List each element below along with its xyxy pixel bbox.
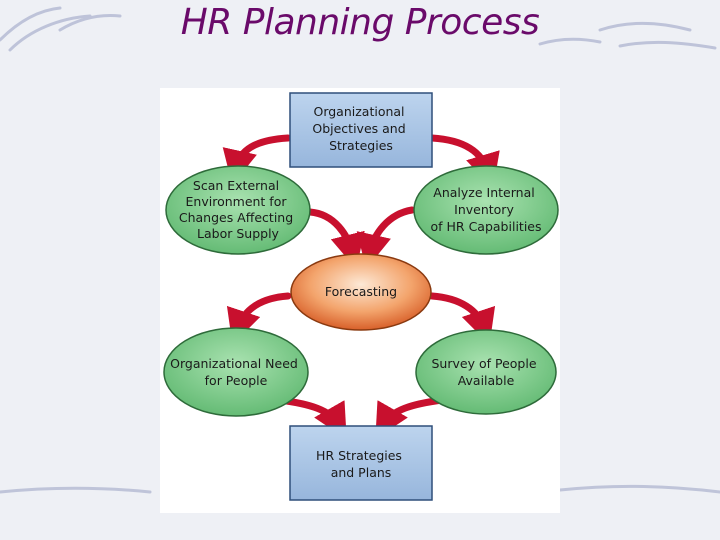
svg-text:HR Strategies and Plans: HR Strategies and Plans xyxy=(316,448,406,480)
scan-line-4: Labor Supply xyxy=(197,226,280,241)
forecasting-label: Forecasting xyxy=(325,284,397,299)
node-need: Organizational Need for People xyxy=(163,327,309,417)
plans-line-1: HR Strategies xyxy=(316,448,402,463)
svg-text:Survey of People Availab: Survey of People Available xyxy=(432,356,541,388)
node-plans: HR Strategies and Plans xyxy=(289,425,433,501)
arrow-survey-to-plans xyxy=(375,396,446,440)
node-objectives: Organizational Objectives and Strategies xyxy=(289,92,433,168)
objectives-line-2: Objectives and xyxy=(312,121,405,136)
objectives-line-3: Strategies xyxy=(329,138,393,153)
survey-line-2: Available xyxy=(458,373,515,388)
node-analyze: Analyze Internal Inventory of HR Capabil… xyxy=(413,165,559,255)
scan-line-3: Changes Affecting xyxy=(179,210,293,225)
objectives-line-1: Organizational xyxy=(313,104,404,119)
analyze-line-3: of HR Capabilities xyxy=(431,219,542,234)
arrow-analyze-to-forecasting xyxy=(356,206,416,270)
node-forecasting: Forecasting xyxy=(290,253,432,331)
arrow-objectives-to-scan xyxy=(222,134,292,186)
svg-text:Organizational Objective: Organizational Objectives and Strategies xyxy=(312,104,409,153)
arrow-scan-to-forecasting xyxy=(306,208,365,269)
slide-title: HR Planning Process xyxy=(180,2,540,43)
hr-planning-diagram: Organizational Objectives and Strategies… xyxy=(160,88,560,513)
analyze-line-1: Analyze Internal xyxy=(433,185,534,200)
node-survey: Survey of People Available xyxy=(415,329,557,415)
need-line-2: for People xyxy=(205,373,268,388)
scan-line-1: Scan External xyxy=(193,178,279,193)
node-scan: Scan External Environment for Changes Af… xyxy=(165,165,311,255)
svg-text:Forecasting: Forecasting xyxy=(325,284,397,299)
scan-line-2: Environment for xyxy=(186,194,288,209)
analyze-line-2: Inventory xyxy=(454,202,514,217)
svg-text:Analyze Internal Invento: Analyze Internal Inventory of HR Capabil… xyxy=(431,185,542,234)
need-line-1: Organizational Need xyxy=(170,356,298,371)
plans-line-2: and Plans xyxy=(331,465,392,480)
arrow-forecasting-to-need xyxy=(226,292,292,345)
svg-text:Scan External Environmen: Scan External Environment for Changes Af… xyxy=(179,178,297,241)
arrow-forecasting-to-survey xyxy=(428,292,496,345)
svg-text:Organizational Need for: Organizational Need for People xyxy=(170,356,302,388)
survey-line-1: Survey of People xyxy=(432,356,537,371)
